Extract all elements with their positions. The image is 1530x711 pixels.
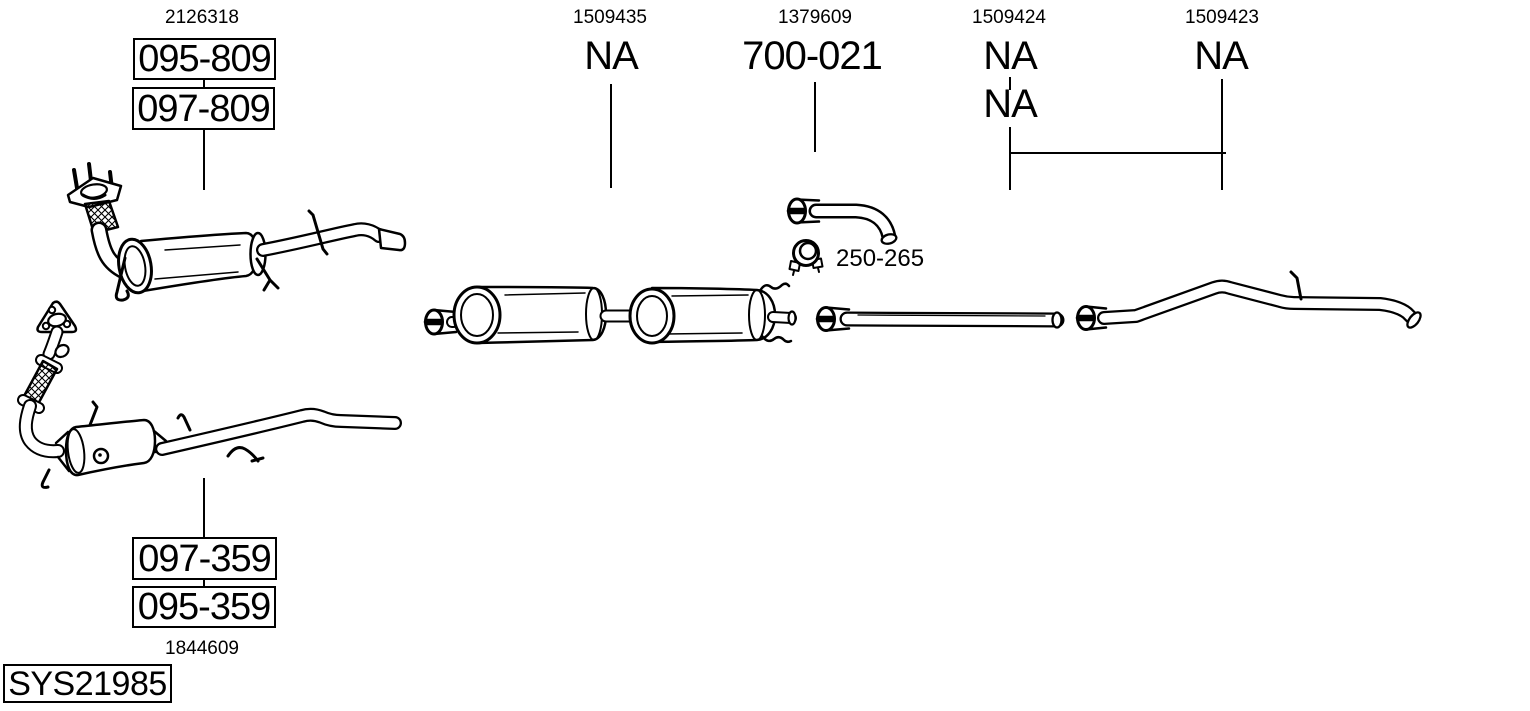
part-number-na-label-1: NA	[584, 34, 639, 78]
part-number-na-label-2: NA	[983, 34, 1038, 78]
oe-ref-label-6: 1844609	[165, 638, 239, 659]
part-number-box-095-809[interactable]: 095-809	[133, 38, 276, 80]
oe-ref-label-5: 1509423	[1185, 7, 1259, 28]
leader-lines	[203, 77, 1226, 586]
intermediate-straight-pipe-drawing	[815, 306, 1065, 332]
part-number-box-097-809[interactable]: 097-809	[132, 87, 275, 130]
elbow-pipe-drawing	[786, 197, 898, 245]
part-number-label-700-021: 700-021	[742, 34, 883, 78]
oe-ref-label-4: 1509424	[972, 7, 1046, 28]
center-mufflers-drawing	[423, 282, 797, 345]
clamp-part-number-label: 250-265	[836, 245, 925, 272]
oe-ref-label-1: 2126318	[165, 7, 239, 28]
part-number-na-label-4: NA	[1194, 34, 1249, 78]
part-number-box-097-359[interactable]: 097-359	[132, 537, 277, 580]
part-number-na-label-3: NA	[983, 82, 1038, 126]
system-code-badge: SYS21985	[3, 664, 172, 703]
part-number-box-095-359[interactable]: 095-359	[132, 586, 276, 628]
front-downpipe-muffler-drawing	[66, 162, 407, 302]
rear-tailpipe-drawing	[1075, 270, 1422, 331]
catalytic-converter-assembly-drawing	[17, 300, 402, 489]
oe-ref-label-2: 1509435	[573, 7, 647, 28]
oe-ref-label-3: 1379609	[778, 7, 852, 28]
exhaust-clamp-icon	[788, 239, 824, 276]
